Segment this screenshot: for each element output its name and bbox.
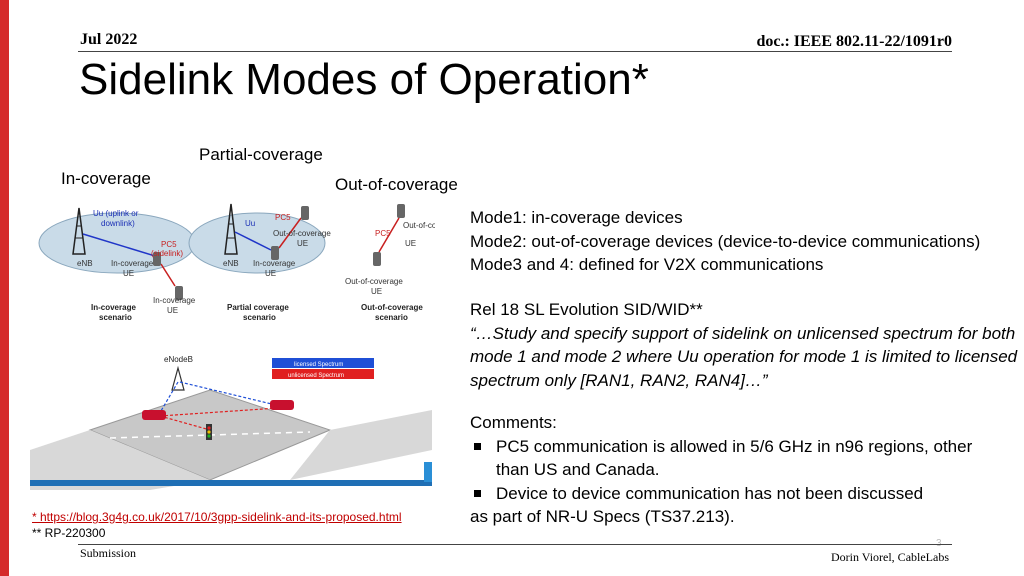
enodeb-icon: [171, 365, 185, 391]
pc5-text: PC5: [375, 229, 391, 238]
ue-text: UE: [405, 239, 416, 248]
scenario-caption: Partial coverage: [227, 303, 289, 312]
car-icon: [270, 400, 294, 410]
scenario-caption: scenario: [99, 313, 132, 322]
comment-text: Device to device communication has not b…: [496, 483, 924, 503]
ue-text: UE: [123, 269, 134, 278]
in-coverage-label: In-coverage: [61, 169, 151, 188]
ue-text: Out-of-coverage: [273, 229, 331, 238]
figure-bottom-strip: [30, 480, 432, 486]
phone-icon: [271, 246, 279, 260]
comment-tail: as part of NR-U Specs (TS37.213).: [470, 507, 735, 526]
tower-icon: [72, 207, 86, 255]
footer-author: Dorin Viorel, CableLabs: [830, 550, 949, 564]
legend-licensed-swatch: [272, 358, 374, 368]
comments-block: Comments: PC5 communication is allowed i…: [470, 411, 990, 529]
road: [290, 410, 432, 480]
scenario-caption: scenario: [243, 313, 276, 322]
legend-unlicensed-swatch: [272, 369, 374, 379]
uu-text-2: downlink): [101, 219, 135, 228]
enb-text: eNB: [77, 259, 93, 268]
coverage-scenarios-figure: Uu (uplink or downlink) eNB PC5 (sidelin…: [38, 203, 435, 322]
ue-text: UE: [371, 287, 382, 296]
pc5-link: [278, 217, 302, 249]
enb-text: eNB: [223, 259, 239, 268]
reference-link[interactable]: * https://blog.3g4g.co.uk/2017/10/3gpp-s…: [32, 510, 402, 524]
comment-item: PC5 communication is allowed in 5/6 GHz …: [470, 435, 990, 482]
header-doc-id: doc.: IEEE 802.11-22/1091r0: [756, 33, 952, 50]
uu-text: Uu: [245, 219, 255, 228]
out-of-coverage-label: Out-of-coverage: [335, 175, 458, 194]
rel18-heading: Rel 18 SL Evolution SID/WID**: [470, 300, 703, 319]
footer-divider: [78, 544, 952, 545]
figure-edge-marker: [424, 462, 432, 482]
mode-item: Mode2: out-of-coverage devices (device-t…: [470, 231, 981, 251]
comment-item: Device to device communication has not b…: [470, 482, 990, 506]
legend-unlicensed-text: unlicensed Spectrum: [288, 373, 344, 379]
tower-icon: [224, 203, 238, 255]
uu-link: [82, 233, 156, 257]
scenario-caption: In-coverage: [91, 303, 136, 312]
enodeb-text: eNodeB: [164, 355, 193, 364]
pc5-link: [160, 263, 176, 287]
road: [30, 430, 210, 490]
header-date: Jul 2022: [80, 31, 138, 48]
phone-icon: [301, 206, 309, 220]
comments-heading: Comments:: [470, 413, 557, 432]
ue-text: In-coverage: [153, 296, 196, 305]
mode-item: Mode3 and 4: defined for V2X communicati…: [470, 255, 824, 274]
bullet-icon: [474, 489, 481, 497]
ue-text: Out-of-coverage: [403, 221, 435, 230]
bullet-icon: [474, 442, 481, 450]
rel18-quote: “…Study and specify support of sidelink …: [470, 323, 1018, 390]
ue-text: Out-of-coverage: [345, 277, 403, 286]
partial-coverage-label: Partial-coverage: [199, 145, 323, 164]
accent-bar: [0, 0, 9, 576]
comment-text: PC5 communication is allowed in 5/6 GHz …: [496, 436, 973, 480]
header-divider: [78, 51, 952, 52]
pc5-text: PC5: [161, 240, 177, 249]
mode-item: Mode1: in-coverage devices: [470, 208, 683, 227]
v2x-intersection-figure: eNodeB licensed Spectrum unlicensed Spec…: [30, 350, 432, 490]
footer-submission: Submission: [80, 546, 137, 560]
rel18-block: Rel 18 SL Evolution SID/WID** “…Study an…: [470, 298, 1024, 392]
comments-list: PC5 communication is allowed in 5/6 GHz …: [470, 435, 990, 506]
ue-text: UE: [265, 269, 276, 278]
scenario-caption: scenario: [375, 313, 408, 322]
phone-icon: [373, 252, 381, 266]
ue-text: In-coverage: [111, 259, 154, 268]
ue-text: UE: [297, 239, 308, 248]
ue-text: UE: [167, 306, 178, 315]
ue-text: In-coverage: [253, 259, 296, 268]
car-icon: [142, 410, 166, 420]
reference-note: ** RP-220300: [32, 526, 106, 540]
modes-list: Mode1: in-coverage devices Mode2: out-of…: [470, 206, 980, 277]
slide-title: Sidelink Modes of Operation*: [79, 55, 649, 104]
page-number: 3: [936, 538, 942, 549]
pc5-link: [378, 217, 400, 253]
pc5-sidelink-text: (sidelink): [151, 249, 183, 258]
phone-icon: [175, 286, 183, 300]
phone-icon: [397, 204, 405, 218]
pc5-text: PC5: [275, 213, 291, 222]
legend-licensed-text: licensed Spectrum: [294, 362, 343, 368]
phone-icon: [153, 252, 161, 266]
scenario-caption: Out-of-coverage: [361, 303, 423, 312]
uu-text: Uu (uplink or: [93, 209, 139, 218]
uu-link: [234, 231, 272, 251]
